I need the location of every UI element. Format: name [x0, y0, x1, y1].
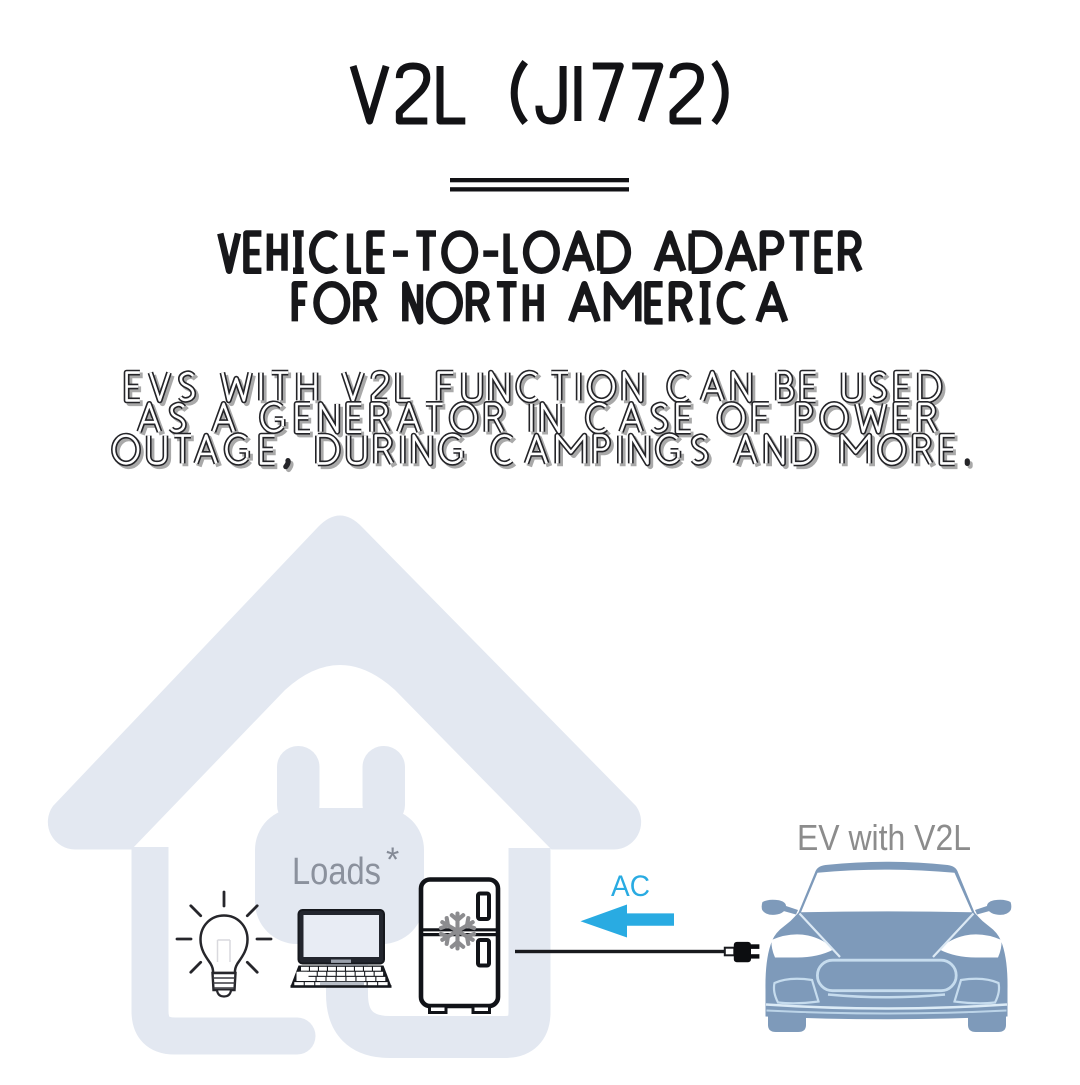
- svg-text:Loads: Loads: [292, 851, 381, 893]
- svg-text:EV with V2L: EV with V2L: [797, 817, 971, 858]
- svg-text:*: *: [386, 841, 399, 879]
- svg-text:AC: AC: [611, 870, 650, 903]
